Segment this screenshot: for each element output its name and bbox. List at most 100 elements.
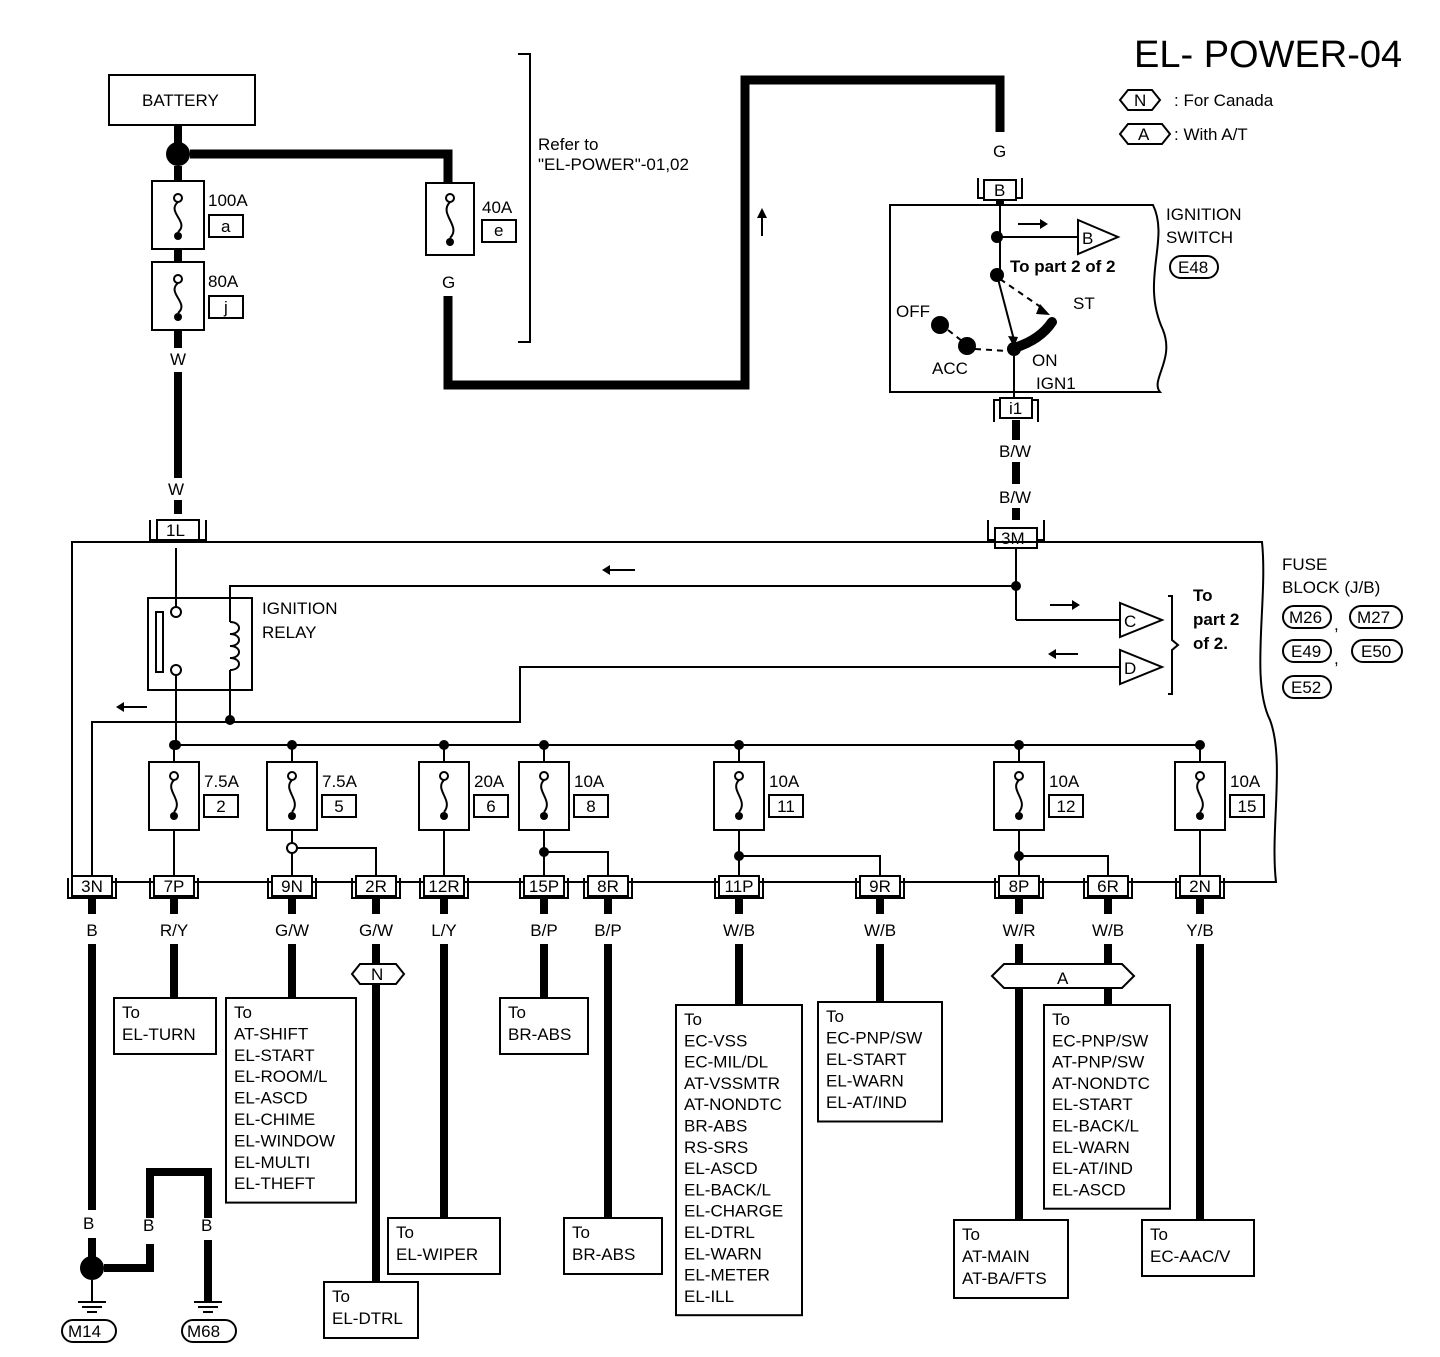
fuse-number: 11: [777, 797, 795, 816]
ign-to-part2: To part 2 of 2: [1010, 257, 1115, 276]
output-connector: 8P: [1009, 877, 1030, 896]
ground-m68: M68: [187, 1322, 220, 1341]
dest-line: EL-AT/IND: [826, 1093, 907, 1112]
fuse-number: 15: [1238, 797, 1257, 816]
fuse-number: 6: [486, 797, 495, 816]
dest-line: AT-NONDTC: [1052, 1074, 1150, 1093]
fuse-amp: 7.5A: [204, 772, 240, 791]
fb-conn-e49: E49: [1291, 642, 1321, 661]
fb-conn-e52: E52: [1291, 678, 1321, 697]
dest-line: AT-SHIFT: [234, 1024, 308, 1043]
ground-section: B B B M14 M68: [61, 1168, 237, 1343]
output-9R: 9R W/B: [855, 875, 905, 940]
output-2R: 2R G/W: [351, 875, 401, 940]
fb-conn-m27: M27: [1357, 608, 1390, 627]
fusible-link-100a: 100A a: [151, 166, 248, 250]
dest-line: EL-WINDOW: [234, 1131, 335, 1150]
output-wire-color: G/W: [275, 921, 309, 940]
wire-color-battery: W: [170, 350, 186, 369]
ign-ign1: IGN1: [1036, 374, 1076, 393]
legend-canada-code: N: [1134, 91, 1146, 110]
output-connector: 6R: [1097, 877, 1119, 896]
ign-switch-label-2: SWITCH: [1166, 228, 1233, 247]
output-wire-color: W/B: [864, 921, 896, 940]
ground-wire-2: B: [143, 1216, 154, 1235]
dest-line: EL-ASCD: [1052, 1180, 1126, 1199]
dest-line: EC-VSS: [684, 1031, 747, 1050]
output-wire-color: W/B: [1092, 921, 1124, 940]
dest-at-shift: ToAT-SHIFTEL-STARTEL-ROOM/LEL-ASCDEL-CHI…: [225, 997, 357, 1204]
offpage-b: B: [1082, 229, 1093, 248]
output-connector: 9R: [869, 877, 891, 896]
fuse-2: 7.5A 2: [148, 740, 240, 831]
output-wire-color: G/W: [359, 921, 393, 940]
output-connector: 2R: [365, 877, 387, 896]
output-wire-color: B/P: [594, 921, 621, 940]
tag-n: N: [371, 965, 383, 984]
fuse-5: 7.5A5: [266, 740, 358, 831]
dest-line: EL-TURN: [122, 1025, 196, 1044]
dest-line: EL-DTRL: [684, 1223, 755, 1242]
output-wire-color: B/P: [530, 921, 557, 940]
output-2N: 2NY/B: [1175, 875, 1225, 940]
ground-wire-1: B: [83, 1214, 94, 1233]
fusible-link-40a: 40A e: [425, 182, 517, 256]
refer-note-line2: "EL-POWER"-01,02: [538, 155, 689, 174]
dest-line: EL-START: [234, 1046, 315, 1065]
fusible-link-80a: 80A j: [151, 261, 244, 331]
fb-to-part2-3: of 2.: [1193, 634, 1228, 653]
dest-line: To: [962, 1225, 980, 1244]
output-wire-color: W/R: [1002, 921, 1035, 940]
ign-on: ON: [1032, 351, 1058, 370]
battery-box: [108, 74, 256, 126]
dest-line: To: [234, 1003, 252, 1022]
dest-line: EL-START: [826, 1050, 907, 1069]
output-connector: 11P: [725, 877, 754, 896]
dest-line: EL-ILL: [684, 1287, 734, 1306]
page-title: EL- POWER-04: [1134, 34, 1402, 76]
output-connector: 7P: [164, 877, 185, 896]
dest-line: EL-CHIME: [234, 1110, 315, 1129]
ign-off: OFF: [896, 302, 930, 321]
dest-line: To: [1052, 1010, 1070, 1029]
dest-line: EL-METER: [684, 1266, 770, 1285]
fusible-link-100a-amp: 100A: [208, 191, 248, 210]
relay-label-2: RELAY: [262, 623, 317, 642]
output-7P: 7PR/Y: [149, 875, 199, 940]
dest-line: To: [332, 1287, 350, 1306]
fuse-block-outline: [71, 541, 1278, 883]
output-connector: 2N: [1189, 877, 1211, 896]
dest-line: EL-BACK/L: [684, 1180, 771, 1199]
dest-line: EL-MULTI: [234, 1153, 310, 1172]
battery-label: BATTERY: [142, 91, 219, 110]
legend-at-code: A: [1138, 125, 1150, 144]
offpage-d: D: [1124, 659, 1136, 678]
legend-at: A : With A/T: [1118, 123, 1248, 145]
dest-line: EL-WIPER: [396, 1245, 478, 1264]
dest-line: AT-VSSMTR: [684, 1074, 780, 1093]
dest-line: EC-MIL/DL: [684, 1053, 768, 1072]
fb-to-part2-1: To: [1193, 586, 1213, 605]
fuse-number: 2: [216, 797, 225, 816]
fusible-link-100a-id: a: [221, 217, 231, 236]
dest-line: BR-ABS: [508, 1025, 571, 1044]
dest-line: EC-PNP/SW: [826, 1029, 922, 1048]
dest-line: AT-PNP/SW: [1052, 1053, 1144, 1072]
ground-wire-3: B: [201, 1216, 212, 1235]
wire-color-battery-in: W: [168, 480, 184, 499]
dest-line: EL-WARN: [826, 1072, 904, 1091]
output-8R: 8RB/P: [583, 875, 633, 940]
